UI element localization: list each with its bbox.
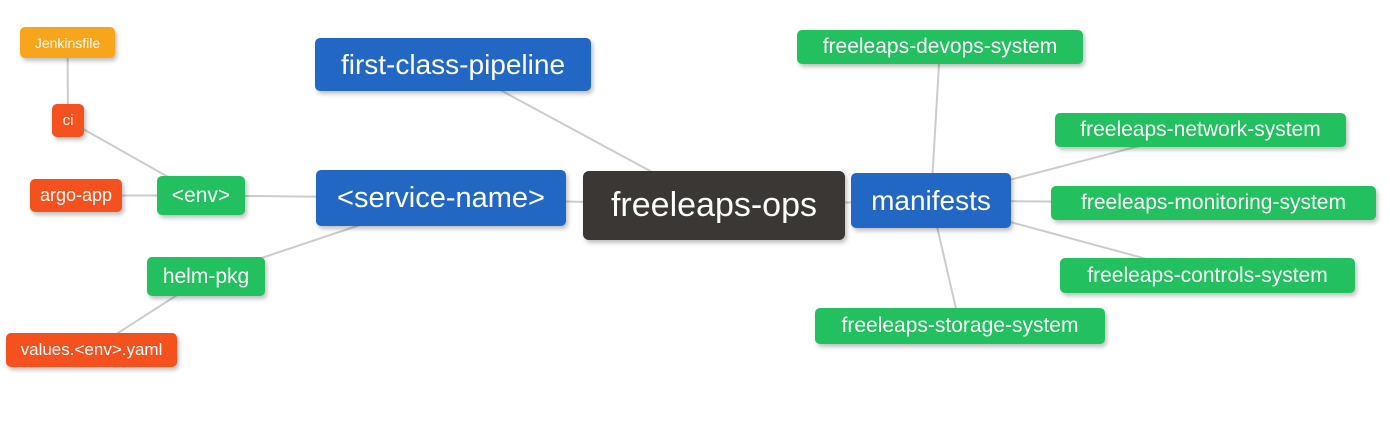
node-ci[interactable]: ci: [52, 104, 84, 137]
node-service-name[interactable]: <service-name>: [316, 170, 566, 226]
node-manifests[interactable]: manifests: [851, 173, 1011, 228]
node-freeleaps-network-system[interactable]: freeleaps-network-system: [1055, 113, 1346, 147]
node-freeleaps-ops-root[interactable]: freeleaps-ops: [583, 171, 845, 240]
node-env[interactable]: <env>: [157, 176, 245, 215]
node-first-class-pipeline[interactable]: first-class-pipeline: [315, 38, 591, 91]
node-freeleaps-controls-system[interactable]: freeleaps-controls-system: [1060, 258, 1355, 293]
node-jenkinsfile[interactable]: Jenkinsfile: [20, 27, 115, 58]
node-argo-app[interactable]: argo-app: [30, 179, 122, 212]
node-freeleaps-storage-system[interactable]: freeleaps-storage-system: [815, 308, 1105, 344]
node-freeleaps-monitoring-system[interactable]: freeleaps-monitoring-system: [1051, 186, 1376, 220]
node-freeleaps-devops-system[interactable]: freeleaps-devops-system: [797, 30, 1083, 64]
node-helm-pkg[interactable]: helm-pkg: [147, 257, 265, 296]
node-values-env-yaml[interactable]: values.<env>.yaml: [6, 333, 177, 367]
